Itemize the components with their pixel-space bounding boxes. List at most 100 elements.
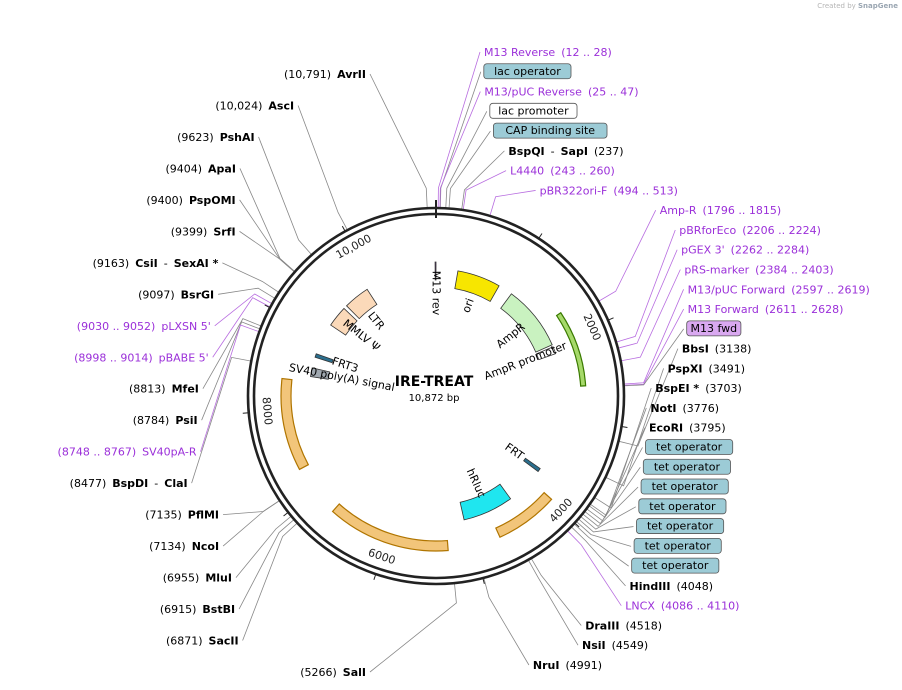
psii-text: (8784)PsiI — [133, 414, 198, 427]
pshai-name: PshAI — [220, 131, 255, 144]
csii-sep: - — [164, 257, 168, 270]
pflmi-name: PflMI — [188, 509, 219, 522]
m13rev-text: M13 Reverse(12 .. 28) — [484, 46, 612, 59]
pspomi-name: PspOMI — [189, 194, 236, 207]
sv40pa-text: (8748 .. 8767)SV40pA-R — [58, 446, 197, 459]
bstbi-site-label: (6915)BstBI — [160, 603, 235, 616]
nsii-name: NsiI — [582, 639, 606, 652]
ecori-text: EcoRI(3795) — [649, 422, 726, 435]
hindiii-text: HindIII(4048) — [630, 580, 714, 593]
ltr-feature — [345, 288, 378, 320]
noti-pos: (3776) — [682, 402, 719, 415]
pgex3-site-label: pGEX 3'(2262 .. 2284) — [681, 244, 809, 257]
nsii-leader — [527, 559, 579, 646]
asci-text: (10,024)AscI — [215, 99, 294, 112]
bstbi-text: (6915)BstBI — [160, 603, 235, 616]
bbsi-pos: (3138) — [715, 343, 752, 356]
csii-pos: (9163) — [93, 257, 130, 270]
m13f-name: M13 Forward — [688, 303, 759, 316]
noti-leader — [589, 407, 647, 517]
mlui-leader — [235, 515, 292, 578]
psii-site-label: (8784)PsiI — [133, 414, 198, 427]
sv40pa-pos: (8748 .. 8767) — [58, 446, 137, 459]
pflmi-site-label: (7135)PflMI — [145, 509, 219, 522]
bspei-site-label: BspEI *(3703) — [655, 382, 742, 395]
tet6-site-label: tet operator — [633, 537, 722, 554]
pbr322-text: pBR322ori-F(494 .. 513) — [540, 184, 678, 197]
sali-site-label: (5266)SalI — [300, 666, 366, 679]
ncoi-pos: (7134) — [149, 540, 186, 553]
bbsi-text: BbsI (3138) — [682, 343, 751, 356]
sali-leader — [369, 583, 457, 673]
nrui-name: NruI — [533, 659, 560, 672]
tet7-box — [631, 557, 720, 574]
tet2-leader — [584, 467, 641, 525]
pbr322-pos: (494 .. 513) — [613, 184, 678, 197]
hindiii-name: HindIII — [630, 580, 671, 593]
tet5-leader — [578, 518, 634, 533]
pbabe-text: (8998 .. 9014)pBABE 5' — [74, 351, 209, 364]
m13puc-pos: (25 .. 47) — [588, 86, 639, 99]
m13fwd-box-text: M13 fwd — [690, 322, 737, 335]
csii-name2: SexAI * — [174, 257, 219, 270]
mfei-name: MfeI — [172, 383, 199, 396]
m13fwd-site-label: M13 fwd — [686, 320, 742, 337]
prs-text: pRS-marker(2384 .. 2403) — [684, 264, 833, 277]
nsii-site-label: NsiI(4549) — [582, 639, 648, 652]
draiii-name: DraIII — [585, 619, 619, 632]
mlui-site-label: (6955)MluI — [163, 572, 232, 585]
lacop-site-label: lac operator — [483, 63, 572, 80]
bspdi-text: (8477)BspDI-ClaI — [70, 477, 188, 490]
m13rev-leader — [437, 51, 481, 209]
tet5-site-label: tet operator — [636, 518, 725, 534]
csii-site-label: (9163)CsiI-SexAI * — [93, 257, 219, 270]
ampr-pos: (1796 .. 1815) — [703, 204, 782, 217]
psii-name: PsiI — [175, 414, 197, 427]
tet3-box-text: tet operator — [652, 480, 719, 493]
pshai-site-label: (9623)PshAI — [177, 131, 254, 144]
m13rev-feat-feature — [434, 261, 437, 281]
tick-mark — [264, 304, 271, 309]
bbsi-name: BbsI — [682, 343, 709, 356]
promoter-arc — [495, 491, 553, 538]
l4440-leader — [462, 170, 507, 211]
pbr322-leader — [489, 190, 536, 217]
ori-feature-label: ori — [460, 297, 477, 315]
ampr-name: Amp-R — [660, 204, 697, 217]
m13rev-feat-feature-label: M13 rev — [430, 271, 443, 316]
pgex3-leader — [617, 249, 678, 349]
pshai-text: (9623)PshAI — [177, 131, 254, 144]
pbrfor-site-label: pBRforEco(2206 .. 2224) — [679, 224, 821, 237]
hindiii-leader — [570, 526, 626, 587]
avrii-site-label: (10,791)AvrII — [284, 68, 366, 81]
noti-name: NotI — [650, 402, 676, 415]
hrluc-feature-label: hRluc — [464, 467, 489, 500]
tet2-box — [642, 458, 731, 475]
asci-name: AscI — [268, 99, 294, 112]
lacop-box — [483, 63, 572, 80]
ncoi-site-label: (7134)NcoI — [149, 540, 219, 553]
m13puc-site-label: M13/pUC Reverse(25 .. 47) — [484, 86, 638, 99]
l4440-site-label: L4440(243 .. 260) — [510, 165, 615, 178]
cap-box-text: CAP binding site — [505, 124, 595, 137]
mfei-leader — [202, 318, 262, 389]
hrluc-feature — [459, 483, 512, 521]
bspqi-text: BspQI-SapI(237) — [508, 145, 623, 158]
pspxi-leader — [605, 368, 664, 487]
ncoi-text: (7134)NcoI — [149, 540, 219, 553]
bspqi-pos: (237) — [594, 145, 624, 158]
bsrgi-name: BsrGI — [181, 288, 214, 301]
bspei-name: BspEI * — [655, 382, 699, 395]
bsrgi-leader — [218, 287, 276, 299]
srfi-text: (9399)SrfI — [171, 225, 236, 238]
noti-text: NotI (3776) — [650, 402, 719, 415]
sali-name: SalI — [343, 666, 366, 679]
tick-mark — [373, 573, 377, 580]
pbabe-name: pBABE 5' — [159, 351, 209, 364]
pbr322-site-label: pBR322ori-F(494 .. 513) — [540, 184, 678, 197]
srfi-leader — [239, 231, 295, 273]
noti-site-label: NotI (3776) — [650, 402, 719, 415]
pgex3-text: pGEX 3'(2262 .. 2284) — [681, 244, 809, 257]
